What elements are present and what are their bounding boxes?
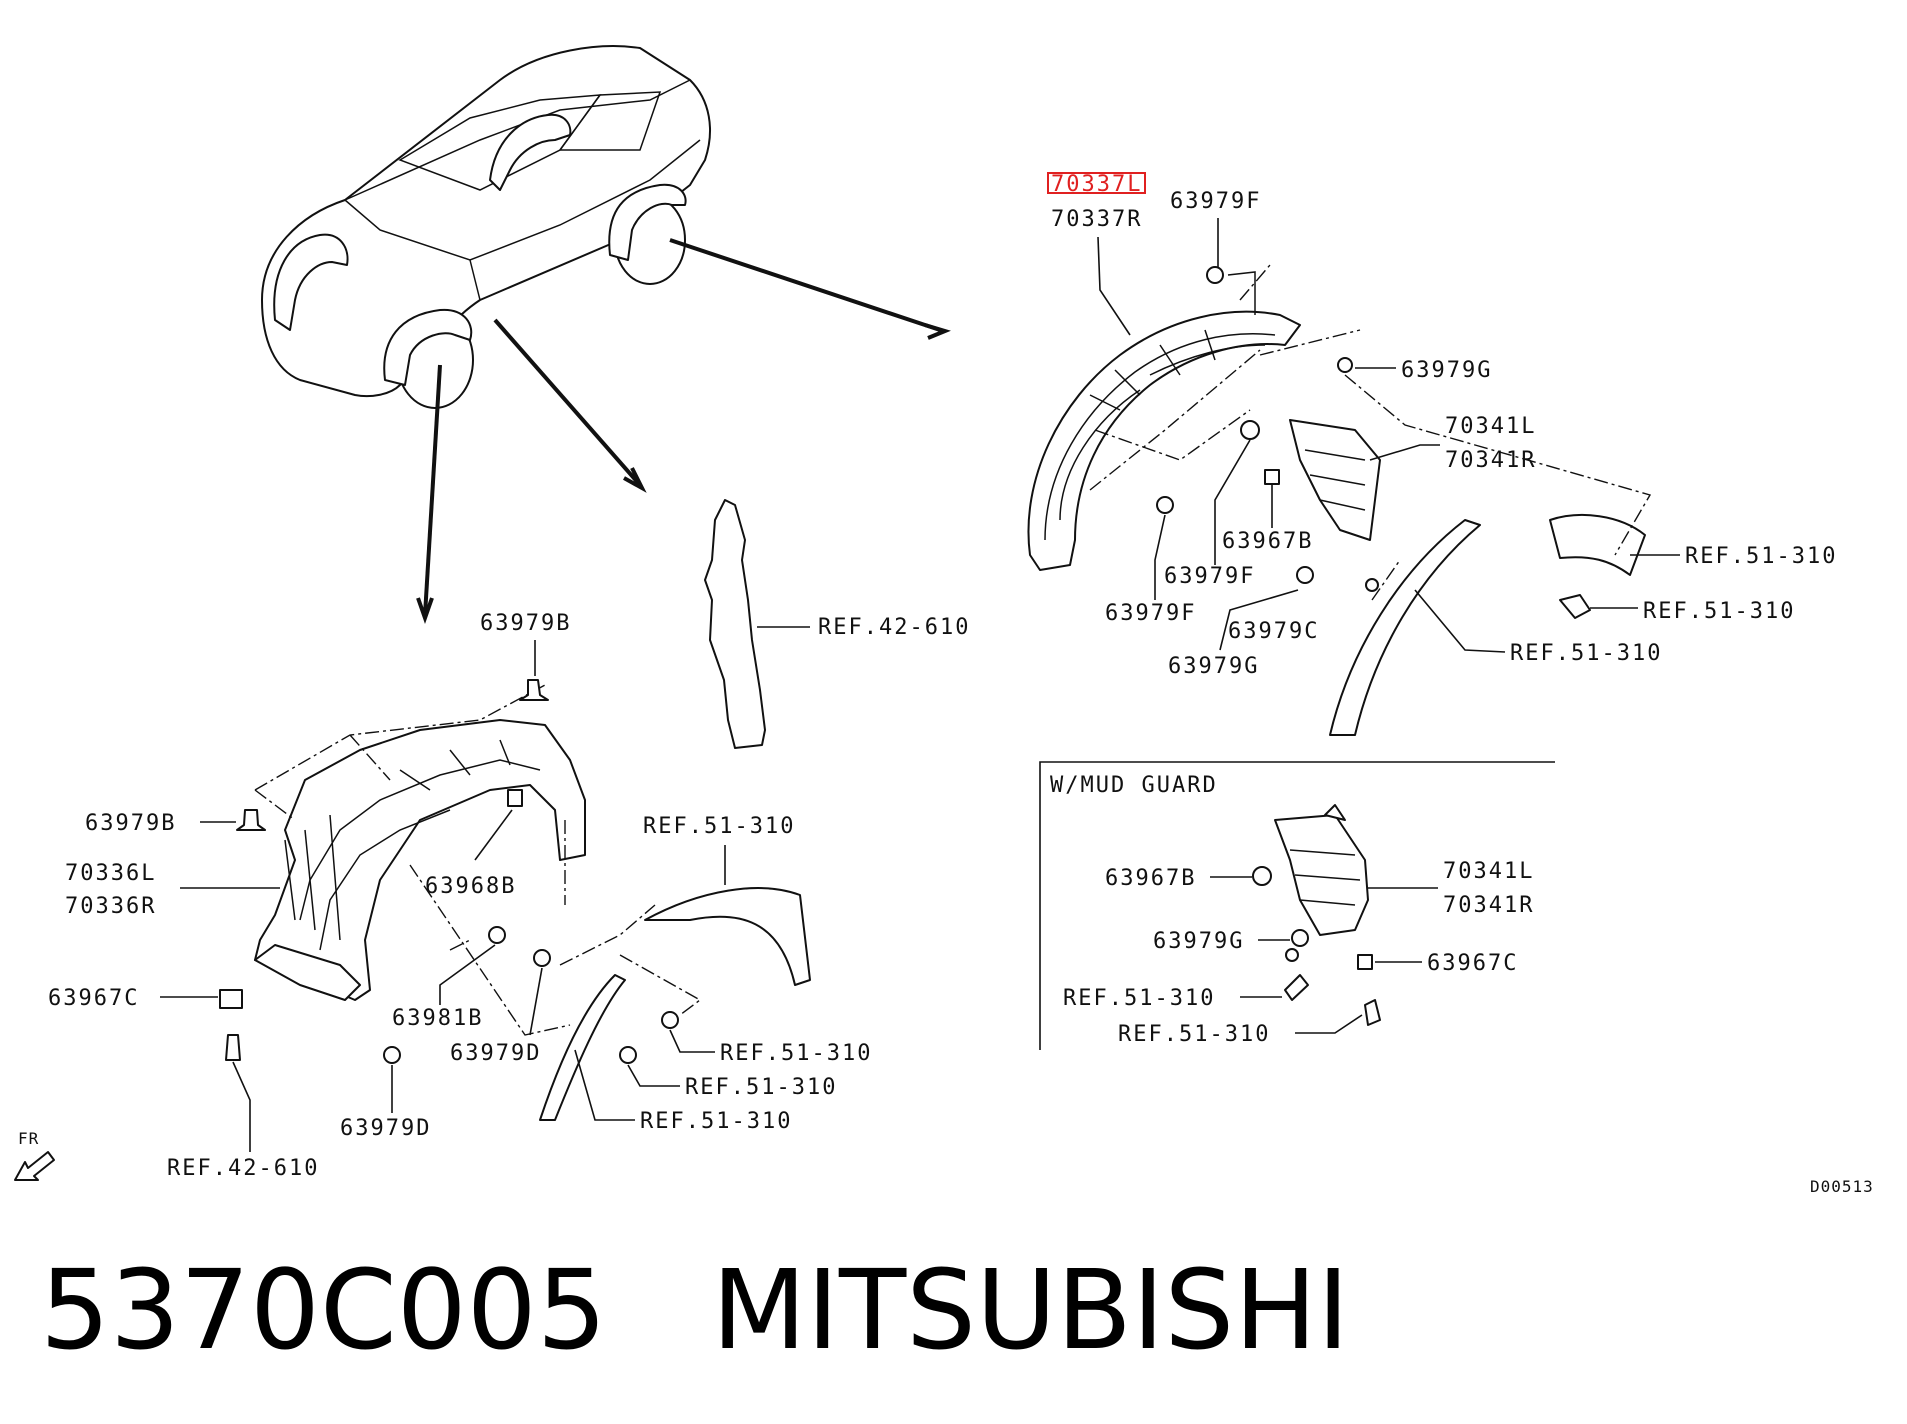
label-mud-heading: W/MUD GUARD bbox=[1050, 773, 1218, 798]
label-63979B-top: 63979B bbox=[480, 611, 571, 636]
label-mud-70341L: 70341L bbox=[1443, 859, 1534, 884]
label-fr: FR bbox=[18, 1129, 39, 1148]
label-63979F-2: 63979F bbox=[1164, 564, 1255, 589]
label-front-ref-3: REF.51-310 bbox=[685, 1075, 837, 1100]
label-diagram-code: D00513 bbox=[1810, 1177, 1874, 1196]
label-mud-ref-2: REF.51-310 bbox=[1118, 1022, 1270, 1047]
label-63979F-1: 63979F bbox=[1170, 189, 1261, 214]
label-70336L: 70336L bbox=[65, 861, 156, 886]
label-rear-ref-2: REF.51-310 bbox=[1643, 599, 1795, 624]
front-direction-marker: FR bbox=[14, 1129, 55, 1181]
label-70337R: 70337R bbox=[1051, 207, 1142, 232]
label-mud-63967B: 63967B bbox=[1105, 866, 1196, 891]
label-rear-ref-1: REF.51-310 bbox=[1685, 544, 1837, 569]
label-front-ref-4: REF.51-310 bbox=[640, 1109, 792, 1134]
label-63979F-3: 63979F bbox=[1105, 601, 1196, 626]
label-63979G-2: 63979G bbox=[1168, 654, 1259, 679]
label-70336R: 70336R bbox=[65, 894, 156, 919]
label-front-ref-1: REF.51-310 bbox=[643, 814, 795, 839]
car-illustration bbox=[261, 45, 951, 625]
label-63967B-1: 63967B bbox=[1222, 529, 1313, 554]
label-70341R-1: 70341R bbox=[1445, 448, 1536, 473]
label-70341L-1: 70341L bbox=[1445, 414, 1536, 439]
label-rear-ref-3: REF.51-310 bbox=[1510, 641, 1662, 666]
label-front-ref42: REF.42-610 bbox=[167, 1156, 319, 1181]
label-63979C-1: 63979C bbox=[1228, 619, 1319, 644]
rear-liner-group: 70337L 70337R 63979F 63979G 70341L 70341… bbox=[1027, 172, 1837, 736]
label-63981B: 63981B bbox=[392, 1006, 483, 1031]
label-63979G-1: 63979G bbox=[1401, 358, 1492, 383]
label-63967C: 63967C bbox=[48, 986, 139, 1011]
center-reinforcement-part: REF.42-610 bbox=[704, 499, 970, 749]
label-63968B: 63968B bbox=[425, 874, 516, 899]
label-mud-70341R: 70341R bbox=[1443, 893, 1534, 918]
mud-guard-box: W/MUD GUARD 63967B 70341L 70341R 63979G … bbox=[1039, 761, 1555, 1050]
front-liner-group: 63979B 63979B 70336L 70336R 63968B 63967… bbox=[48, 611, 872, 1181]
label-highlight: 70337L bbox=[1051, 172, 1142, 197]
label-63979D-2: 63979D bbox=[340, 1116, 431, 1141]
label-mud-63967C: 63967C bbox=[1427, 951, 1518, 976]
label-mud-ref-1: REF.51-310 bbox=[1063, 986, 1215, 1011]
highlight-box bbox=[1047, 172, 1146, 194]
label-center-ref: REF.42-610 bbox=[818, 615, 970, 640]
label-mud-63979G: 63979G bbox=[1153, 929, 1244, 954]
part-number-title: 5370C005 MITSUBISHI bbox=[40, 1246, 1350, 1374]
label-63979B-left: 63979B bbox=[85, 811, 176, 836]
label-front-ref-2: REF.51-310 bbox=[720, 1041, 872, 1066]
label-63979D-1: 63979D bbox=[450, 1041, 541, 1066]
